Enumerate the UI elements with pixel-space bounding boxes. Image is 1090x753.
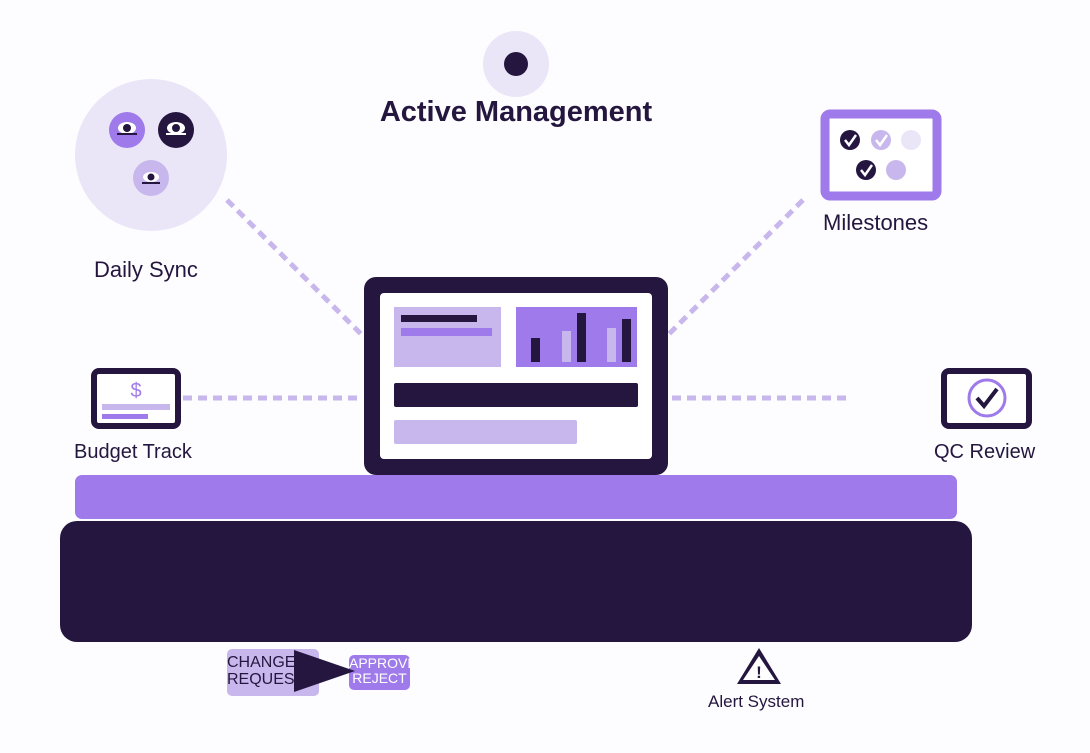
active-dot-icon [483, 31, 549, 97]
platform-top [75, 475, 957, 519]
budget-card-icon: $ [91, 368, 181, 429]
approve-reject-label: APPROVE REJECT [349, 656, 410, 685]
approve-line: APPROVE [349, 656, 410, 671]
workflow-arrow-icon [294, 650, 355, 692]
team-faces-icon [75, 79, 227, 231]
daily-sync-label: Daily Sync [94, 257, 198, 282]
check-circle-icon [967, 378, 1007, 418]
connector-lines [183, 198, 852, 401]
bar-chart-icon [531, 313, 631, 362]
warning-icon: ! [737, 648, 781, 684]
connector-daily-sync [225, 198, 365, 338]
milestones-label: Milestones [823, 210, 929, 235]
dollar-icon: $ [130, 380, 141, 402]
change-request-line-1: CHANGE [227, 655, 295, 671]
milestone-checklist-icon [820, 109, 942, 201]
reject-line: REJECT [352, 669, 407, 686]
alert-system-label: Alert System [708, 692, 805, 711]
budget-track-label: Budget Track [74, 441, 192, 463]
change-request-line-2: REQUEST [227, 670, 295, 688]
diagram-title: Active Management [379, 96, 653, 128]
qc-review-label: QC Review [934, 441, 1036, 463]
approve-reject-box [349, 655, 410, 690]
change-request-label: CHANGE REQUEST [227, 655, 295, 689]
warning-mark: ! [756, 663, 762, 682]
platform-base [60, 521, 972, 642]
qc-monitor-icon [941, 368, 1032, 429]
dashboard-laptop-icon [364, 277, 668, 475]
connector-milestones [665, 198, 805, 338]
